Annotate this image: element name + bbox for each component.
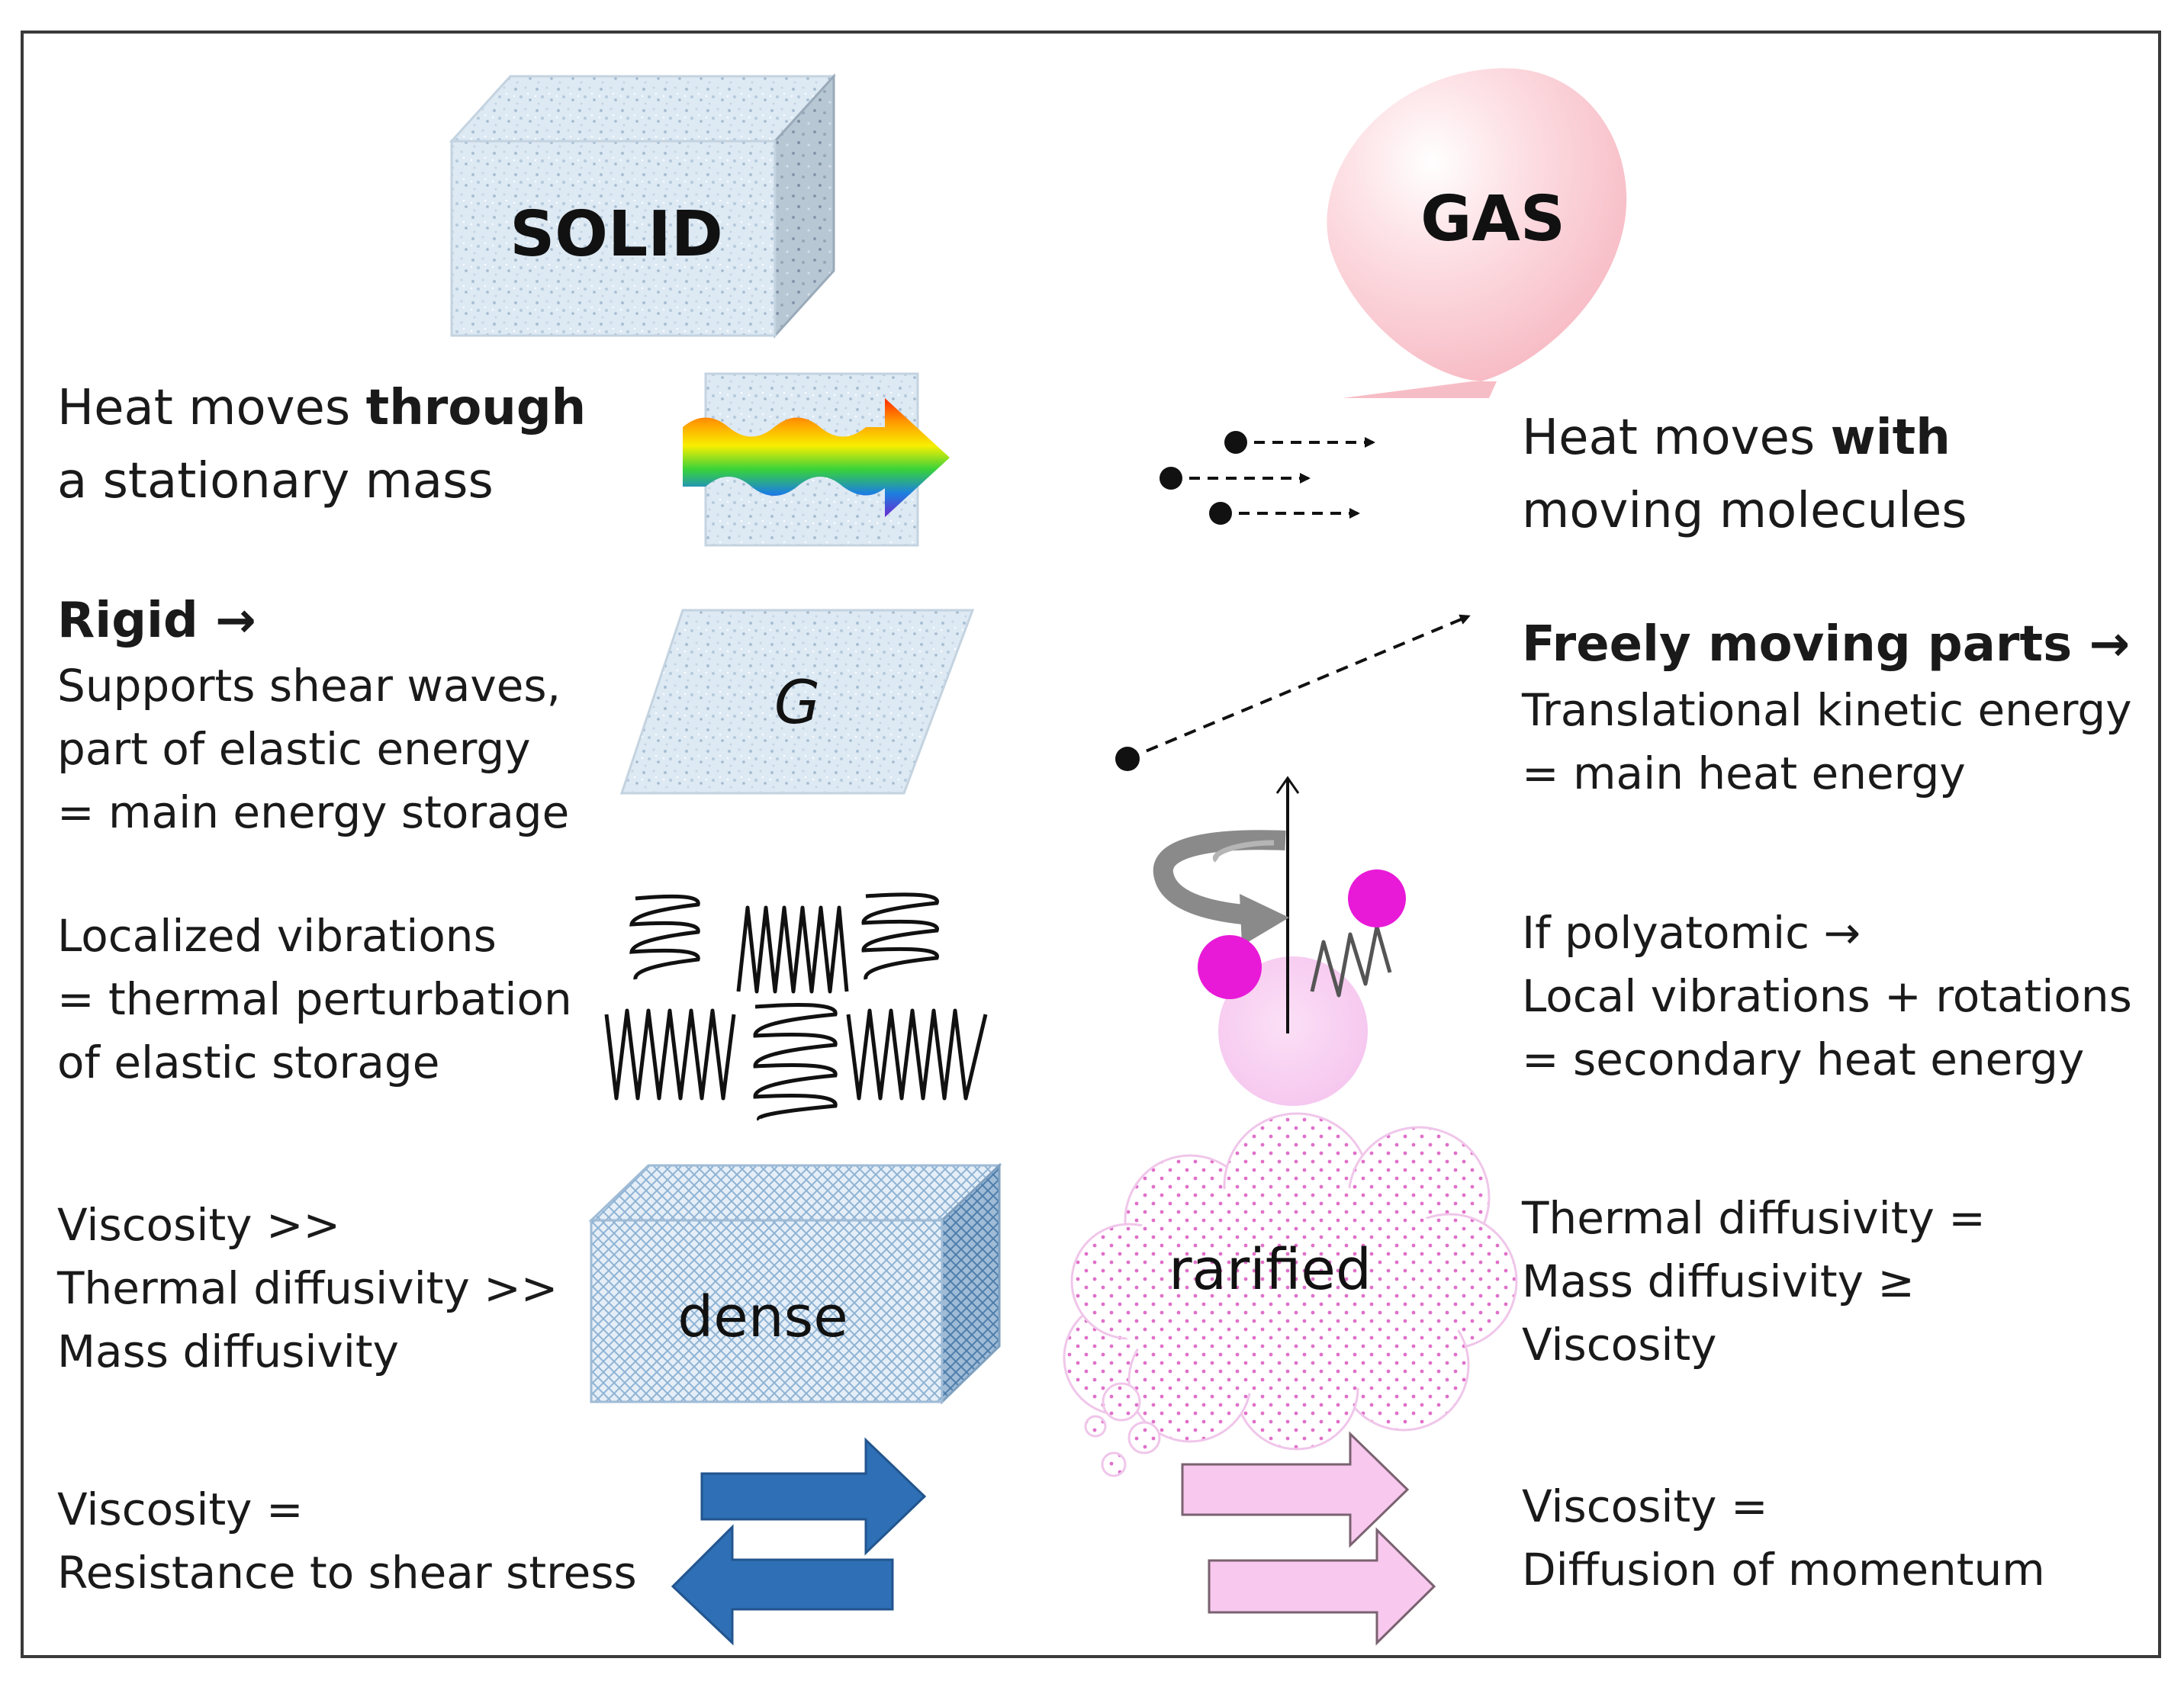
rigid-text: Rigid → Supports shear waves, part of el…	[57, 587, 569, 844]
free-parts-line-1: Translational kinetic energy	[1522, 684, 2132, 736]
springs-icon	[604, 892, 988, 1121]
solid-diffusivity-line-3: Mass diffusivity	[57, 1326, 399, 1377]
solid-diffusivity-line-1: Viscosity >>	[57, 1199, 341, 1251]
gas-diffusivity-text: Thermal diffusivity = Mass diffusivity ≥…	[1522, 1187, 1986, 1377]
free-motion-arrow	[1115, 614, 1471, 771]
rigid-line-3: = main energy storage	[57, 786, 570, 838]
polyatomic-line-1: If polyatomic →	[1522, 907, 1861, 959]
gas-diffusivity-line-1: Thermal diffusivity =	[1522, 1192, 1986, 1244]
solid-heat-line2: a stationary mass	[57, 453, 494, 509]
solid-heat-text: Heat moves through a stationary mass	[57, 371, 586, 518]
dense-block	[588, 1162, 1002, 1405]
solid-diffusivity-text: Viscosity >> Thermal diffusivity >> Mass…	[57, 1194, 558, 1384]
free-parts-text: Freely moving parts → Translational kine…	[1522, 610, 2132, 805]
free-parts-line-2: = main heat energy	[1522, 747, 1966, 799]
solid-viscosity-line-1: Viscosity =	[57, 1483, 304, 1535]
dense-label: dense	[677, 1284, 848, 1350]
gas-diffusivity-line-3: Viscosity	[1522, 1319, 1717, 1371]
rigid-line-2: part of elastic energy	[57, 723, 531, 775]
gas-heat-bold: with	[1830, 410, 1951, 466]
rarified-label: rarified	[1169, 1237, 1372, 1303]
rarified-cloud	[1063, 1112, 1518, 1477]
vibrations-line-3: of elastic storage	[57, 1037, 440, 1088]
solid-viscosity-text: Viscosity = Resistance to shear stress	[57, 1478, 637, 1605]
gas-viscosity-line-2: Diffusion of momentum	[1522, 1544, 2045, 1596]
shear-parallelogram	[619, 609, 975, 795]
free-parts-title: Freely moving parts →	[1522, 616, 2131, 673]
vibrations-text: Localized vibrations = thermal perturbat…	[57, 905, 572, 1094]
momentum-diffusion-arrows	[1181, 1431, 1436, 1646]
gas-heat-text: Heat moves with moving molecules	[1522, 401, 1967, 548]
diagram-frame	[21, 31, 2161, 1658]
shear-stress-arrows	[671, 1437, 927, 1646]
rigid-line-1: Supports shear waves,	[57, 660, 561, 712]
polyatomic-molecule-icon	[1153, 776, 1406, 1106]
vibrations-line-2: = thermal perturbation	[57, 973, 572, 1025]
gas-diffusivity-line-2: Mass diffusivity ≥	[1522, 1255, 1915, 1307]
solid-heat-pre: Heat moves	[57, 380, 366, 436]
shear-modulus-symbol: G	[774, 669, 820, 738]
gas-title: GAS	[1420, 183, 1565, 256]
polyatomic-line-3: = secondary heat energy	[1522, 1033, 2085, 1085]
balloon	[1327, 68, 1627, 398]
solid-block	[449, 73, 837, 339]
solid-viscosity-line-2: Resistance to shear stress	[57, 1547, 637, 1599]
solid-title: SOLID	[510, 198, 723, 271]
solid-heat-bold: through	[365, 380, 587, 436]
gas-heat-line2: moving molecules	[1522, 483, 1967, 539]
vibrations-line-1: Localized vibrations	[57, 910, 497, 962]
polyatomic-line-2: Local vibrations + rotations	[1522, 970, 2132, 1022]
gas-viscosity-line-1: Viscosity =	[1522, 1480, 1768, 1532]
heat-flow-arrow	[683, 372, 950, 547]
gas-heat-pre: Heat moves	[1522, 410, 1831, 466]
polyatomic-text: If polyatomic → Local vibrations + rotat…	[1522, 902, 2132, 1091]
gas-viscosity-text: Viscosity = Diffusion of momentum	[1522, 1475, 2045, 1602]
moving-molecules-icon	[1171, 437, 1375, 519]
rigid-title: Rigid →	[57, 593, 256, 649]
solid-diffusivity-line-2: Thermal diffusivity >>	[57, 1262, 558, 1314]
